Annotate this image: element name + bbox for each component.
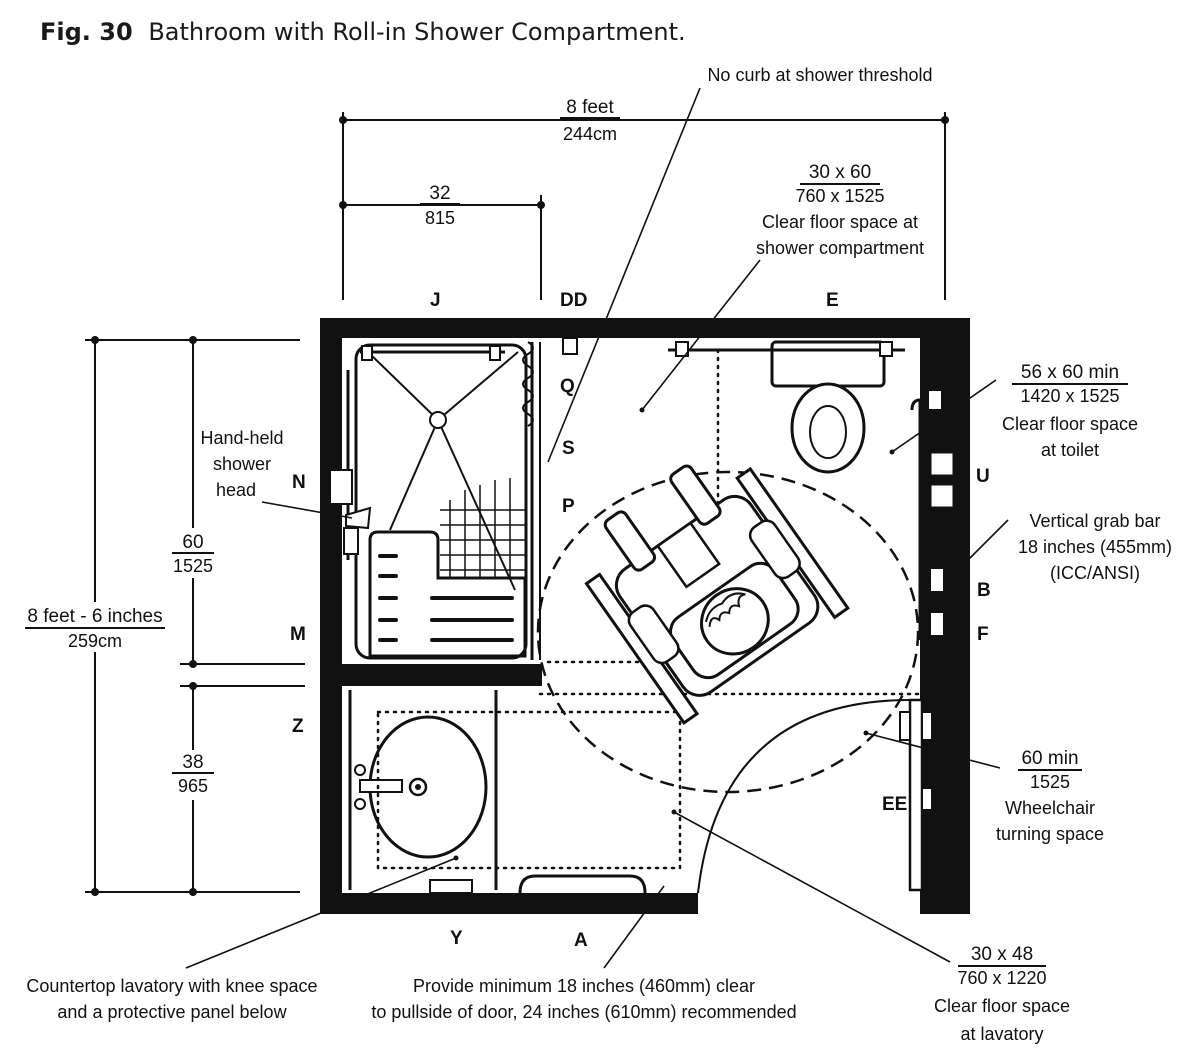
svg-text:(ICC/ANSI): (ICC/ANSI)	[1050, 563, 1140, 583]
fixture-letters: J DD E Q S P N M Z U B F EE Y A	[290, 290, 991, 951]
svg-text:at toilet: at toilet	[1041, 440, 1099, 460]
shower-control-icon	[562, 337, 578, 355]
svg-text:1525: 1525	[173, 556, 213, 576]
dim-shower-width-mm: 815	[425, 208, 455, 228]
svg-text:turning space: turning space	[996, 824, 1104, 844]
svg-text:B: B	[977, 580, 991, 601]
svg-text:965: 965	[178, 776, 208, 796]
vertical-grab-bar	[929, 567, 945, 593]
svg-text:head: head	[216, 480, 256, 500]
svg-text:760 x 1220: 760 x 1220	[957, 968, 1046, 988]
svg-text:shower compartment: shower compartment	[756, 238, 924, 258]
svg-text:760 x 1525: 760 x 1525	[795, 186, 884, 206]
lav-protective-panel	[429, 879, 473, 894]
callout-toilet-clear-floor: 56 x 60 min 1420 x 1525 Clear floor spac…	[889, 362, 1138, 460]
wheelchair-user-icon	[584, 464, 850, 725]
dimension-shower-depth: 60 1525	[168, 336, 305, 668]
dimension-overall-depth: 8 feet - 6 inches 259cm	[22, 336, 300, 896]
callout-shower-clear-floor: 30 x 60 760 x 1525 Clear floor space at …	[639, 162, 924, 413]
faucet-icon	[359, 779, 403, 793]
svg-text:DD: DD	[560, 290, 587, 311]
callout-no-curb: No curb at shower threshold	[547, 65, 933, 463]
svg-text:Vertical grab bar: Vertical grab bar	[1029, 511, 1160, 531]
svg-text:E: E	[826, 290, 839, 311]
svg-text:Clear floor space at: Clear floor space at	[762, 212, 918, 232]
door-swing-arc	[697, 699, 911, 894]
callout-lav-clear-floor: 30 x 48 760 x 1220 Clear floor space at …	[671, 809, 1070, 1044]
svg-text:at lavatory: at lavatory	[960, 1024, 1043, 1044]
callout-hand-held-shower: Hand-held shower head	[200, 428, 353, 519]
svg-text:Clear floor space: Clear floor space	[934, 996, 1070, 1016]
toilet	[668, 340, 956, 662]
callout-turning-space: 60 min 1525 Wheelchair turning space	[863, 730, 1104, 844]
svg-text:P: P	[562, 496, 575, 517]
svg-text:and a protective panel below: and a protective panel below	[57, 1002, 287, 1022]
shower-compartment	[329, 337, 578, 660]
svg-text:N: N	[292, 472, 306, 493]
svg-text:Hand-held: Hand-held	[200, 428, 283, 448]
dim-shower-width-in: 32	[429, 183, 450, 204]
dim-depth-cm: 259cm	[68, 631, 122, 651]
svg-text:A: A	[574, 930, 588, 951]
lavatory	[348, 690, 682, 894]
dim-width-feet: 8 feet	[566, 97, 614, 118]
dimension-overall-width: 8 feet 244cm	[339, 97, 949, 300]
shower-bench	[368, 530, 527, 658]
dim-depth-feet: 8 feet - 6 inches	[27, 606, 162, 627]
door-pull-bar	[518, 874, 647, 894]
svg-text:S: S	[562, 438, 575, 459]
svg-text:30 x 60: 30 x 60	[809, 162, 871, 183]
svg-text:1420 x 1525: 1420 x 1525	[1020, 386, 1119, 406]
bench-slats	[378, 554, 514, 642]
toilet-paper-dispenser-icon	[928, 450, 956, 478]
svg-text:60: 60	[182, 532, 203, 553]
svg-text:Countertop lavatory with knee: Countertop lavatory with knee space	[26, 976, 317, 996]
svg-text:Y: Y	[450, 928, 463, 949]
svg-text:Q: Q	[560, 376, 575, 397]
svg-text:No curb at shower threshold: No curb at shower threshold	[707, 65, 932, 85]
shower-controls	[329, 469, 353, 505]
drain-icon	[429, 411, 447, 429]
svg-text:Provide minimum 18 inches (460: Provide minimum 18 inches (460mm) clear	[413, 976, 755, 996]
figure-title: Fig. 30 Bathroom with Roll-in Shower Com…	[40, 18, 686, 46]
svg-text:18 inches (455mm): 18 inches (455mm)	[1018, 537, 1172, 557]
svg-text:shower: shower	[213, 454, 271, 474]
svg-text:U: U	[976, 466, 990, 487]
svg-text:to pullside of door, 24 inches: to pullside of door, 24 inches (610mm) r…	[371, 1002, 796, 1022]
dim-width-cm: 244cm	[563, 124, 617, 144]
dimension-lav-depth: 38 965	[168, 682, 305, 896]
callout-pullside-clearance: Provide minimum 18 inches (460mm) clear …	[371, 885, 797, 1022]
svg-text:EE: EE	[882, 794, 907, 815]
svg-text:56 x 60 min: 56 x 60 min	[1021, 362, 1119, 383]
callout-countertop-lavatory: Countertop lavatory with knee space and …	[26, 855, 459, 1022]
svg-text:M: M	[290, 624, 306, 645]
door-hardware-icon	[921, 787, 933, 811]
svg-text:Wheelchair: Wheelchair	[1005, 798, 1095, 818]
shower-curtain	[522, 341, 534, 427]
side-grab-bar	[910, 398, 922, 640]
svg-text:F: F	[977, 624, 989, 645]
svg-text:30 x 48: 30 x 48	[971, 944, 1033, 965]
svg-text:38: 38	[182, 752, 203, 773]
svg-text:Z: Z	[292, 716, 304, 737]
hand-held-shower-head-icon	[345, 506, 372, 530]
callout-vertical-grab-bar: Vertical grab bar 18 inches (455mm) (ICC…	[947, 511, 1172, 583]
dimension-shower-width: 32 815	[339, 183, 545, 300]
door-leaf	[908, 698, 924, 892]
door	[518, 692, 942, 894]
svg-text:60 min: 60 min	[1021, 748, 1078, 769]
svg-text:1525: 1525	[1030, 772, 1070, 792]
svg-text:J: J	[430, 290, 441, 311]
wheelchair-turning-space	[536, 470, 920, 794]
svg-text:Clear floor space: Clear floor space	[1002, 414, 1138, 434]
